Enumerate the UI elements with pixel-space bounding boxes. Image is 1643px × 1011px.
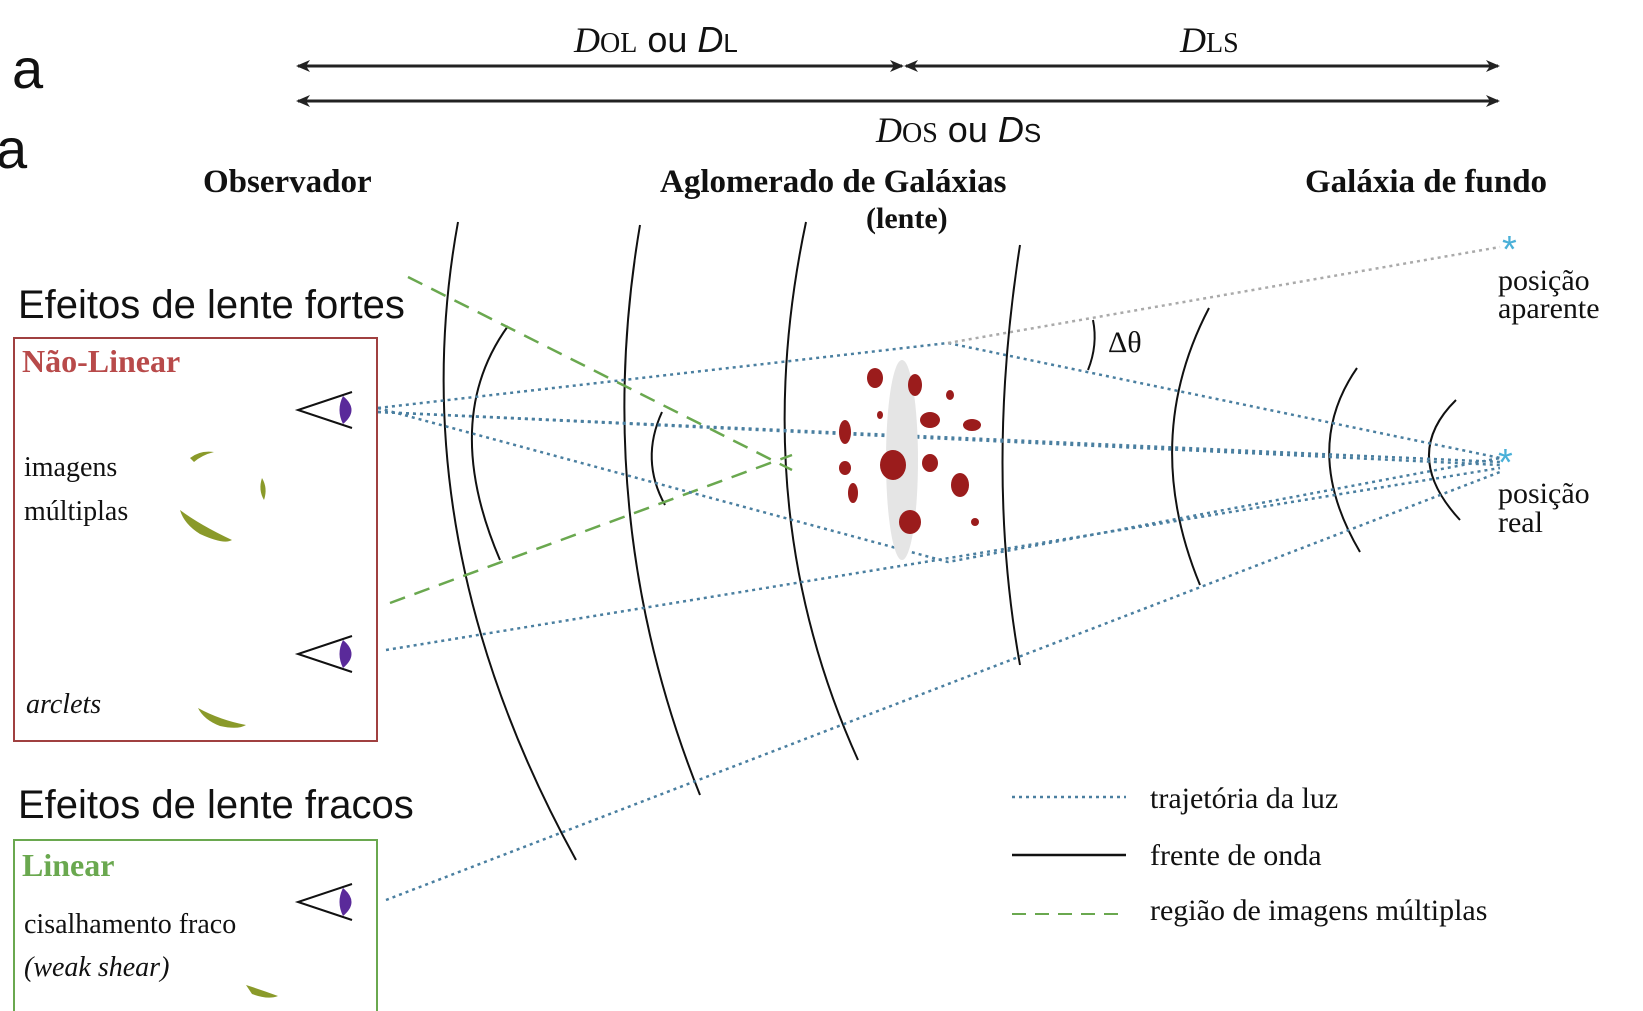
arc-image: [180, 510, 232, 542]
light-path-2: [377, 406, 1501, 564]
arc-image: [260, 478, 266, 500]
galaxy: [839, 461, 851, 475]
galaxy: [908, 374, 922, 396]
strong-box-title: Não-Linear: [22, 343, 180, 379]
light-path-3: [377, 410, 1501, 464]
galaxy: [963, 419, 981, 431]
real-position-label-2: real: [1498, 506, 1543, 539]
wavefront-strong-a: [470, 325, 509, 561]
multi-image-line-1: [407, 275, 793, 472]
arc-images: [180, 451, 278, 998]
light-path-4: [377, 410, 1501, 467]
strong-lensing-heading: Efeitos de lente fortes: [18, 283, 405, 327]
angle-arc: [1087, 319, 1096, 371]
galaxy: [839, 420, 851, 444]
arc-image: [190, 451, 214, 462]
legend-wavefront-label: frente de onda: [1150, 839, 1322, 872]
light-path-1: [377, 341, 1501, 460]
galaxy: [848, 483, 858, 503]
light-paths: [377, 245, 1501, 902]
angle-label: Δθ: [1108, 326, 1142, 359]
strong-box-label-1: imagens: [24, 452, 117, 483]
apparent-star-icon: *: [1502, 229, 1517, 271]
weak-box-title: Linear: [22, 847, 114, 883]
weak-box-label-2: (weak shear): [24, 952, 169, 983]
galaxy: [920, 412, 940, 428]
galaxy-cluster-lens: [839, 360, 981, 560]
background-header: Galáxia de fundo: [1305, 164, 1547, 200]
galaxy: [946, 390, 954, 400]
strong-box-label-2: múltiplas: [24, 496, 128, 527]
wavefront-3: [783, 221, 859, 761]
galaxy: [951, 473, 969, 497]
observer-eye-icon: [294, 391, 353, 429]
real-star-icon: *: [1498, 442, 1513, 484]
galaxy: [971, 518, 979, 526]
legend-multi-image-label: região de imagens múltiplas: [1150, 894, 1487, 927]
wavefront-5: [1171, 307, 1210, 586]
galaxy: [899, 510, 921, 534]
observer-eye-icon: [294, 635, 353, 673]
apparent-line: [947, 245, 1501, 345]
galaxy: [922, 454, 938, 472]
legend: trajetória da luz frente de onda região …: [1012, 782, 1487, 927]
wavefront-6: [1328, 367, 1361, 553]
light-path-6: [385, 470, 1501, 902]
wavefront-strong-b: [650, 411, 666, 506]
weak-box-label-1: cisalhamento fraco: [24, 909, 236, 940]
cluster-subheader: (lente): [866, 202, 948, 235]
observer-eye-icon: [294, 883, 353, 921]
galaxy: [880, 450, 906, 480]
arc-image: [246, 985, 278, 998]
galaxy: [867, 368, 883, 388]
d-ls-label: DLS: [1179, 20, 1239, 60]
d-os-label: DOS ou DS: [875, 109, 1041, 150]
cropped-letter-1: a: [12, 37, 44, 100]
distance-arrows: [296, 60, 1500, 107]
apparent-position-label-2: aparente: [1498, 292, 1600, 325]
weak-lensing-heading: Efeitos de lente fracos: [18, 783, 414, 827]
arc-image: [198, 708, 246, 728]
wavefronts: [442, 221, 1461, 861]
real-position-label-1: posição: [1498, 477, 1590, 510]
strong-box-label-3: arclets: [26, 689, 101, 720]
wavefront-1: [442, 221, 577, 861]
strong-lensing-box: [13, 337, 378, 742]
wavefront-2: [623, 224, 701, 796]
galaxy: [877, 411, 883, 419]
weak-lensing-box: [13, 839, 378, 1011]
cluster-header: Aglomerado de Galáxias: [660, 164, 1007, 200]
apparent-position-label-1: posição: [1498, 264, 1590, 297]
multiple-image-region: [389, 275, 793, 605]
observer-header: Observador: [203, 164, 372, 200]
legend-light-path-label: trajetória da luz: [1150, 782, 1338, 815]
wavefront-4: [1001, 244, 1021, 666]
cropped-letter-2: a: [0, 117, 28, 180]
wavefront-7: [1428, 399, 1461, 521]
d-ol-label: DOL ou DL: [573, 19, 738, 60]
light-path-5: [385, 466, 1501, 652]
multi-image-line-2: [389, 453, 793, 605]
